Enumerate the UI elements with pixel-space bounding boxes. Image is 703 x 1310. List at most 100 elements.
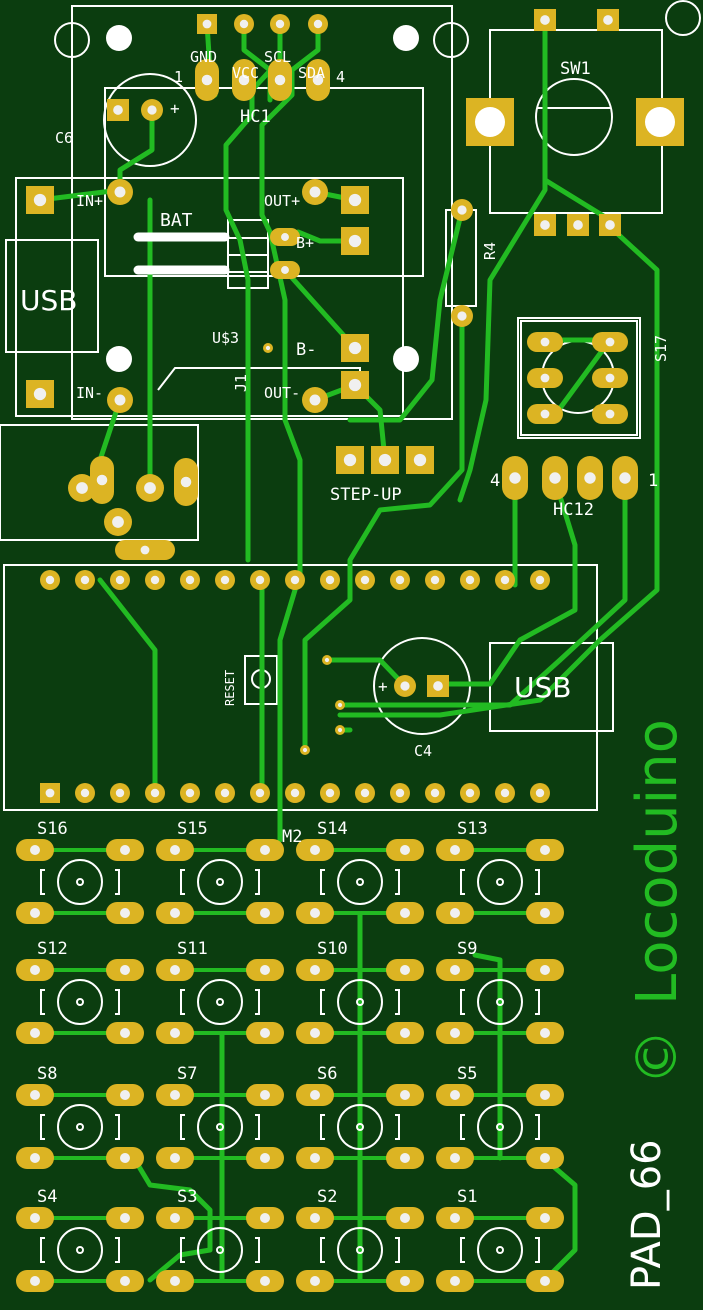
step-up-pad (336, 446, 364, 474)
sw1-pad-3 (599, 214, 621, 236)
j1-pad-3 (104, 508, 132, 536)
u3-via (263, 343, 273, 353)
m2-bottom-pad (75, 783, 95, 803)
switch-label: S7 (177, 1064, 197, 1084)
label-j1: J1 (232, 374, 250, 392)
b-plus-pad (341, 227, 369, 255)
switch-label: S9 (457, 939, 477, 959)
mounting-holes (54, 0, 701, 372)
switch-s12 (16, 959, 144, 1044)
switch-label: S16 (37, 819, 68, 839)
switch-s11 (156, 959, 284, 1044)
hc1-long-pad (306, 59, 330, 101)
hc1-pad (234, 14, 254, 34)
step-up-pad (406, 446, 434, 474)
switch-label: S1 (457, 1187, 477, 1207)
in-minus-via (107, 387, 133, 413)
in-plus-via (107, 179, 133, 205)
label-in-plus: IN+ (76, 192, 103, 210)
label-out-minus: OUT- (264, 384, 300, 402)
label-out-plus: OUT+ (264, 192, 300, 210)
label-scl: SCL (264, 48, 291, 66)
switch-label: S8 (37, 1064, 57, 1084)
m2-top-pad (215, 570, 235, 590)
b-minus-pad (341, 334, 369, 362)
hc1-pad (308, 14, 328, 34)
m2-bottom-pad (285, 783, 305, 803)
hc12-pad (502, 456, 528, 500)
switch-s13 (436, 839, 564, 924)
switch-label: S3 (177, 1187, 197, 1207)
m2-top-pad (425, 570, 445, 590)
m2-top-pad (355, 570, 375, 590)
switch-s14 (296, 839, 424, 924)
label-c4: C4 (414, 742, 432, 760)
in-plus-pad (26, 186, 54, 214)
j1-oval-3 (115, 540, 175, 560)
c4-pad-pos (394, 675, 416, 697)
c6-pad-neg (107, 99, 129, 121)
switch-label: S11 (177, 939, 208, 959)
sw1-pad-2 (567, 214, 589, 236)
hc12-pad (542, 456, 568, 500)
m2-bottom-pad (495, 783, 515, 803)
hc12-pad (612, 456, 638, 500)
s17-pad (592, 368, 628, 388)
m2-bottom-pad (110, 783, 130, 803)
switch-label: S14 (317, 819, 348, 839)
switch-s4 (16, 1207, 144, 1292)
label-copyright: © (625, 1029, 690, 1085)
hc12-pad (577, 456, 603, 500)
label-board-name: PAD_66 (624, 1139, 670, 1290)
bat-minus-pad (270, 261, 300, 279)
m2-bottom-pad (145, 783, 165, 803)
switch-label: S10 (317, 939, 348, 959)
sw1-pad-top-left (534, 9, 556, 31)
m2-top-pad (40, 570, 60, 590)
label-hc12: HC12 (553, 500, 594, 520)
sw1-mount-left (466, 98, 514, 146)
switch-s3 (156, 1207, 284, 1292)
m2-top-pad (285, 570, 305, 590)
s17-pad (592, 404, 628, 424)
switch-s6 (296, 1084, 424, 1169)
switch-label: S15 (177, 819, 208, 839)
j1-pad-1 (68, 474, 96, 502)
r4-pad-1 (451, 199, 473, 221)
label-hc12-pin4: 4 (490, 471, 500, 491)
step-up-pad (371, 446, 399, 474)
switch-s10 (296, 959, 424, 1044)
out-minus-pad (341, 371, 369, 399)
via (300, 745, 310, 755)
j1-oval-2 (174, 458, 198, 506)
label-hc12-pin1: 1 (648, 471, 658, 491)
switch-label: S5 (457, 1064, 477, 1084)
label-hc1: HC1 (240, 107, 271, 127)
j1-pad-2 (136, 474, 164, 502)
m2-bottom-pad (425, 783, 445, 803)
label-c6: C6 (55, 129, 73, 147)
switch-s7 (156, 1084, 284, 1169)
out-plus-via (302, 179, 328, 205)
hc1-long-pad (232, 59, 256, 101)
switch-s8 (16, 1084, 144, 1169)
label-s17: S17 (652, 335, 670, 362)
switch-label: S12 (37, 939, 68, 959)
c6-pad-pos (141, 99, 163, 121)
label-brand: Locoduino (625, 719, 690, 1005)
m2-top-pad (460, 570, 480, 590)
switch-s2 (296, 1207, 424, 1292)
m2-bottom-pad (390, 783, 410, 803)
label-hc1-pin1: 1 (174, 68, 183, 86)
in-minus-pad (26, 380, 54, 408)
label-sw1: SW1 (560, 59, 591, 79)
sw1-mount-right (636, 98, 684, 146)
via (335, 700, 345, 710)
switch-s1 (436, 1207, 564, 1292)
m2-top-pad (145, 570, 165, 590)
m2-top-pad (110, 570, 130, 590)
pads (26, 9, 684, 803)
hc1-pad (270, 14, 290, 34)
label-u3: U$3 (212, 329, 239, 347)
out-minus-via (302, 387, 328, 413)
